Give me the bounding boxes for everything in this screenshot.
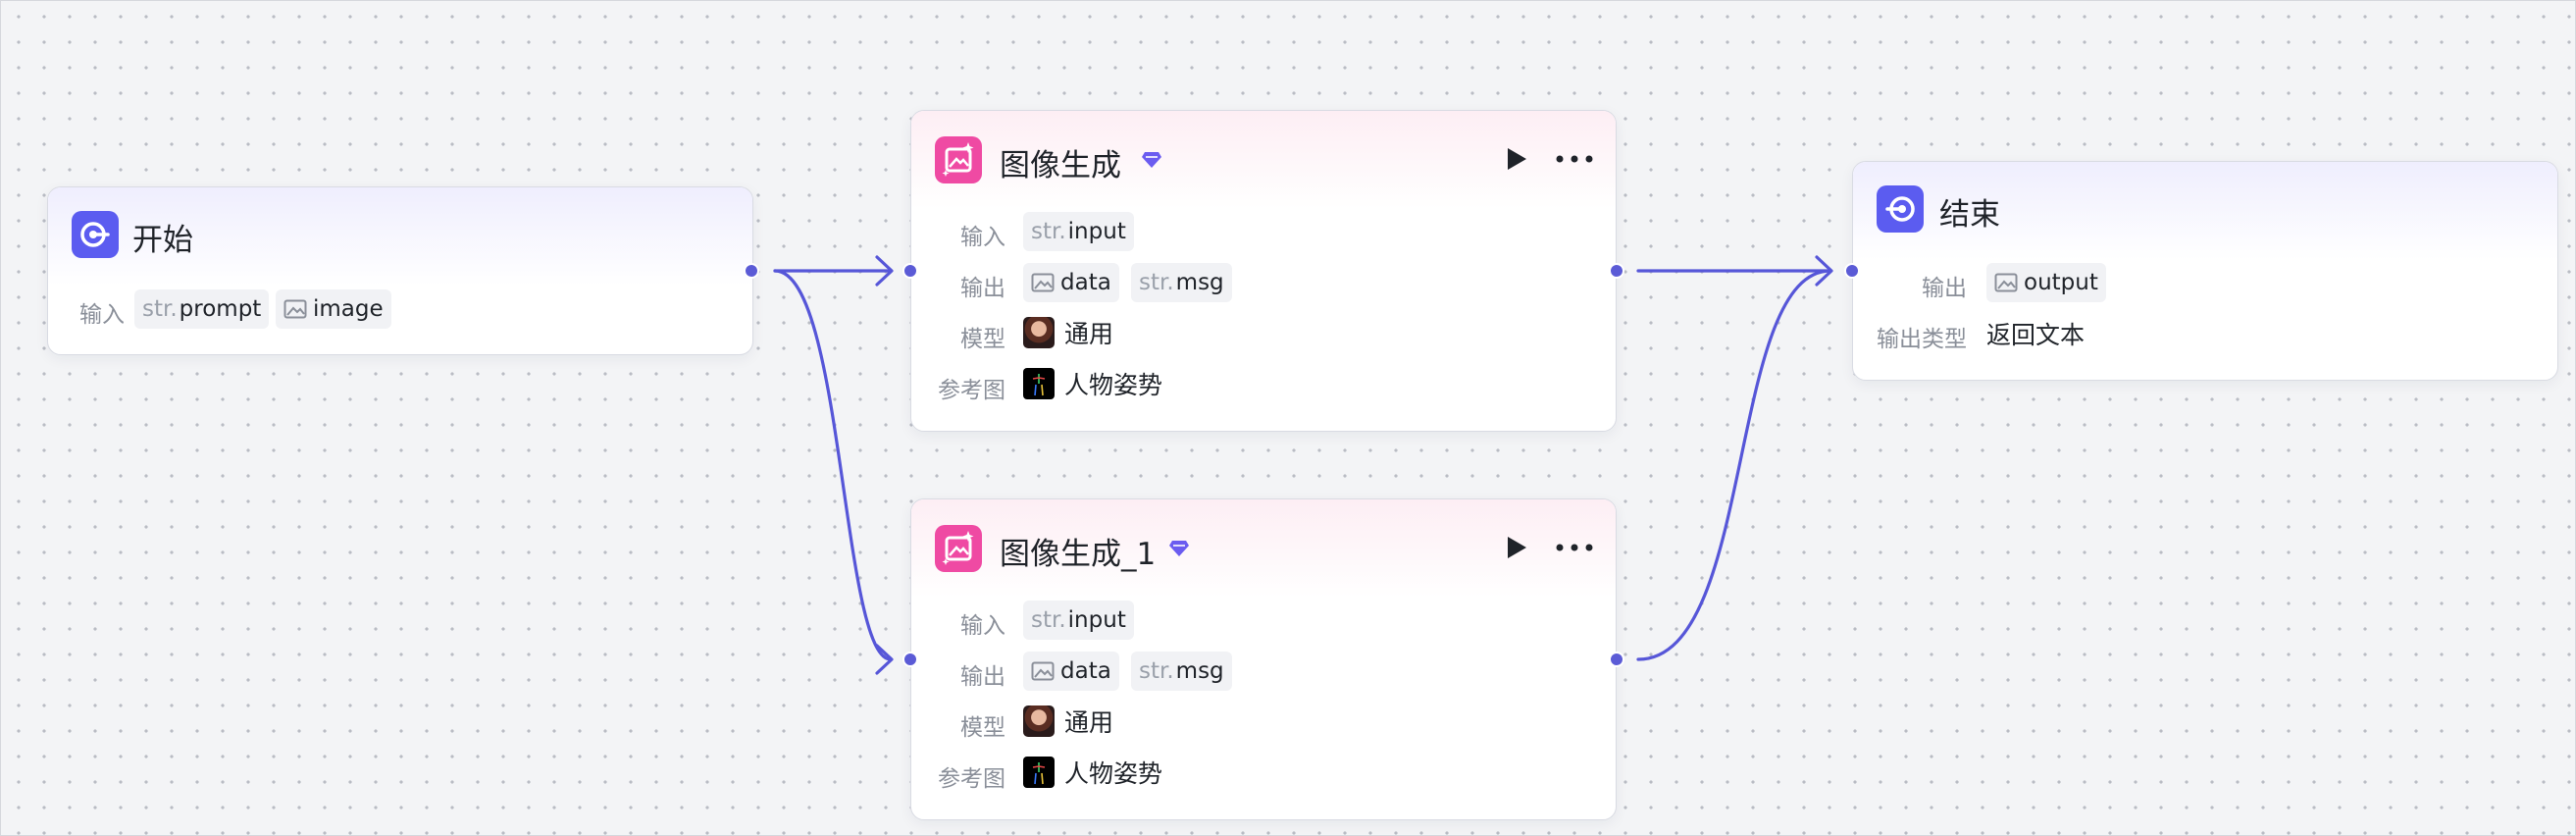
output-label: 输出 (960, 664, 1005, 690)
start-icon (72, 211, 119, 258)
param-tag-prompt: str.prompt (134, 289, 270, 329)
image-gen-input-port[interactable] (902, 263, 918, 279)
reference-image-value: 人物姿势 (1023, 755, 1162, 790)
image-gen-1-node[interactable]: 图像生成_1 输入 str.input 输出 data str.msg 模型 通… (910, 498, 1617, 820)
model-avatar (1023, 705, 1055, 737)
model-avatar (1023, 317, 1055, 348)
model-value: 通用 (1023, 315, 1113, 350)
reference-image-value: 人物姿势 (1023, 366, 1162, 401)
node-title: 图像生成_1 (1000, 537, 1157, 572)
image-icon (1994, 273, 2018, 292)
end-input-port[interactable] (1844, 263, 1860, 279)
start-node[interactable]: 开始 输入 str.prompt image (47, 186, 753, 355)
run-play-icon[interactable] (1504, 535, 1529, 560)
output-type-label: 输出类型 (1877, 327, 1967, 352)
arrow-head-end (1815, 255, 1833, 287)
output-label: 输出 (1922, 276, 1967, 301)
param-tag-msg: str.msg (1131, 652, 1232, 691)
param-tag-input: str.input (1023, 601, 1134, 640)
image-icon (283, 299, 307, 319)
node-title: 开始 (132, 223, 193, 258)
reference-image-label: 参考图 (938, 766, 1005, 792)
premium-gem-icon (1142, 152, 1161, 168)
image-generate-icon (935, 525, 982, 572)
model-label: 模型 (960, 715, 1005, 741)
start-node-header (48, 187, 752, 286)
input-label: 输入 (79, 302, 125, 328)
image-gen-1-output-port[interactable] (1609, 652, 1624, 667)
end-node-header (1853, 162, 2557, 260)
param-tag-msg: str.msg (1131, 263, 1232, 302)
input-label: 输入 (960, 613, 1005, 639)
reference-image-label: 参考图 (938, 378, 1005, 403)
image-gen-1-input-port[interactable] (902, 652, 918, 667)
output-label: 输出 (960, 276, 1005, 301)
image-icon (1031, 661, 1055, 681)
arrow-head-image-gen (875, 255, 894, 287)
model-label: 模型 (960, 327, 1005, 352)
image-gen-node[interactable]: 图像生成 输入 str.input 输出 data str.msg 模型 通用 … (910, 110, 1617, 432)
param-tag-output: output (1986, 263, 2106, 302)
edge-start-to-image-gen-1[interactable] (773, 269, 893, 661)
param-tag-data: data (1023, 263, 1119, 302)
image-gen-output-port[interactable] (1609, 263, 1624, 279)
run-play-icon[interactable] (1504, 146, 1529, 172)
param-tag-input: str.input (1023, 212, 1134, 251)
premium-gem-icon (1169, 541, 1189, 556)
more-options-icon[interactable] (1555, 542, 1594, 553)
node-title: 结束 (1939, 197, 2000, 233)
start-output-port[interactable] (744, 263, 759, 279)
input-label: 输入 (960, 225, 1005, 250)
image-generate-icon (935, 136, 982, 183)
node-title: 图像生成 (1000, 148, 1121, 183)
edge-image-gen-1-to-end[interactable] (1636, 269, 1832, 661)
output-type-value: 返回文本 (1986, 321, 2086, 349)
image-gen-1-node-header (911, 499, 1616, 598)
model-value: 通用 (1023, 704, 1113, 739)
param-tag-data: data (1023, 652, 1119, 691)
image-icon (1031, 273, 1055, 292)
pose-thumbnail (1023, 368, 1055, 399)
arrow-head-image-gen-1 (875, 644, 894, 675)
pose-thumbnail (1023, 757, 1055, 788)
more-options-icon[interactable] (1555, 153, 1594, 165)
end-node[interactable]: 结束 输出 output 输出类型 返回文本 (1852, 161, 2558, 381)
param-tag-image: image (276, 289, 391, 329)
image-gen-node-header (911, 111, 1616, 209)
end-icon (1877, 185, 1924, 233)
